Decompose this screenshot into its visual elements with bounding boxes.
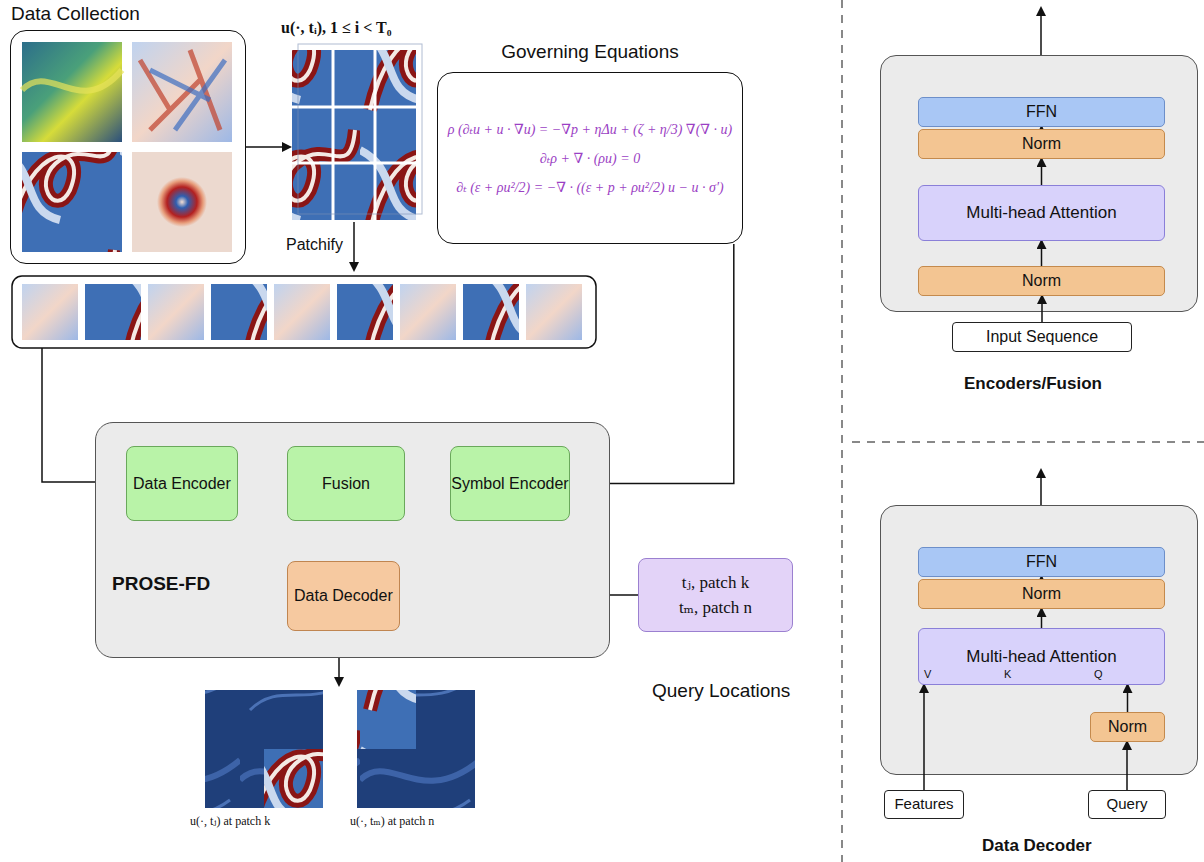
model-box: PROSE-FD Data Encoder Fusion Symbol Encoder…	[95, 422, 610, 658]
connector	[1126, 742, 1128, 790]
node-text: Norm	[1022, 271, 1061, 291]
node-text: ∂ₜ (ε + ρu²/2) = −∇ · ((ε + p + ρu²/2) u…	[456, 179, 723, 196]
patch-image	[22, 284, 78, 340]
node-text: Norm	[1022, 584, 1061, 604]
free-label: Query Locations	[652, 680, 790, 702]
norm-block: Norm	[1090, 712, 1165, 742]
node-text: Query	[1107, 795, 1148, 814]
free-label: Patchify	[286, 236, 343, 254]
node-text: Norm	[1022, 134, 1061, 154]
ffn-block: FFN	[918, 547, 1165, 577]
node-text: ∂ₜρ + ∇ · (ρu) = 0	[540, 150, 640, 167]
patch-image	[85, 284, 141, 340]
snapshot-image: u(·, tᵢ), 1 ≤ i < T₀	[290, 48, 418, 222]
node-text: u(·, tᵢ), 1 ≤ i < T₀	[281, 19, 392, 37]
node-text: FFN	[1026, 552, 1057, 572]
encoder-box: Data Encoder	[126, 446, 238, 521]
collection-box: Data Collection	[10, 30, 246, 264]
node-text: ρ (∂ₜu + u · ∇u) = −∇p + ηΔu + (ζ + η/3)…	[448, 121, 733, 138]
norm-block: Norm	[918, 266, 1165, 296]
free-label: u(·, tₘ) at patch n	[350, 814, 434, 829]
free-label: Encoders/Fusion	[964, 374, 1102, 394]
decoder-box: Data Decoder	[287, 561, 400, 631]
patch-image	[337, 284, 393, 340]
node-text: Data Collection	[11, 3, 140, 25]
fusion-box: Fusion	[287, 446, 405, 521]
patch-image	[148, 284, 204, 340]
node-text: Data Encoder	[133, 474, 231, 494]
node-text: Input Sequence	[986, 327, 1098, 347]
node-text: FFN	[1026, 102, 1057, 122]
input-box: Input Sequence	[952, 322, 1132, 352]
free-label: Q	[1094, 668, 1103, 680]
features-box: Features	[884, 790, 964, 819]
node-text: Multi-head Attention	[966, 202, 1116, 223]
free-label: Data Decoder	[982, 836, 1092, 856]
patch-image	[463, 284, 519, 340]
node-text: Fusion	[322, 474, 370, 494]
node-text: Governing Equations	[438, 41, 742, 63]
free-label: V	[924, 668, 931, 680]
patch-image	[526, 284, 582, 340]
equation-box: Governing Equationsρ (∂ₜu + u · ∇u) = −∇…	[437, 72, 743, 244]
encoder-box: Symbol Encoder	[450, 446, 570, 521]
patch-image	[211, 284, 267, 340]
norm-block: Norm	[918, 579, 1165, 609]
node-text: Features	[894, 795, 953, 814]
connector	[1041, 241, 1043, 266]
connector	[923, 685, 925, 790]
connector	[1041, 609, 1043, 628]
query-box: Query	[1088, 790, 1166, 819]
patch-image	[400, 284, 456, 340]
connector	[1041, 159, 1043, 185]
node-text: tₘ, patch n	[679, 597, 752, 618]
attention-block: Multi-head Attention	[918, 628, 1165, 685]
node-text: Norm	[1108, 717, 1147, 737]
ffn-block: FFN	[918, 97, 1165, 127]
free-label: K	[1004, 668, 1011, 680]
node-text: Symbol Encoder	[451, 474, 568, 494]
patch-image	[274, 284, 330, 340]
connector	[1041, 296, 1043, 322]
node-text: Data Decoder	[294, 586, 393, 606]
connector	[246, 146, 290, 148]
query-box: tⱼ, patch k tₘ, patch n	[638, 558, 793, 632]
attention-block: Multi-head Attention	[918, 185, 1165, 241]
connector	[1127, 685, 1129, 712]
node-text: Multi-head Attention	[966, 646, 1116, 667]
node-text: tⱼ, patch k	[682, 572, 749, 593]
norm-block: Norm	[918, 129, 1165, 159]
free-label: u(·, tⱼ) at patch k	[190, 814, 270, 829]
node-text: PROSE-FD	[112, 573, 210, 595]
